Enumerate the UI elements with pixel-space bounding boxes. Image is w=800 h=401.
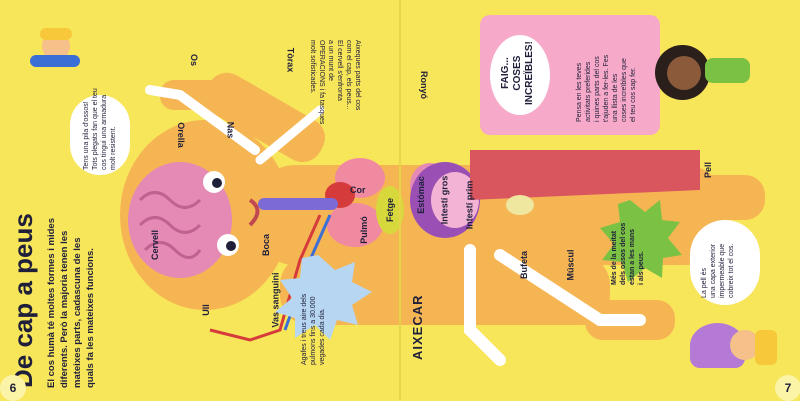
label-muscul: Múscul	[565, 249, 576, 281]
leg-bone-right	[494, 249, 646, 326]
label-pulmo: Pulmó	[358, 216, 369, 244]
leg-bone-left	[464, 244, 506, 366]
label-ronyo: Ronyó	[419, 71, 429, 99]
label-estomac: Estómac	[415, 176, 426, 214]
aixecar-label: AIXECAR	[410, 294, 425, 360]
umbrella-kid	[690, 315, 780, 385]
liver	[376, 186, 404, 234]
label-intestigros: Intestí gros	[439, 175, 450, 225]
muscle-note-line: com el cap, els peus...	[345, 40, 352, 110]
label-fetge: Fetge	[385, 197, 396, 223]
kid-figure-right	[655, 40, 750, 105]
bones-fact-line: estan a les mans	[629, 228, 636, 285]
skin-speech-line: una capa exterior	[710, 243, 717, 298]
blood-vessel	[209, 214, 322, 342]
lung-fact-line: Agafes i treus aire dels	[301, 293, 308, 365]
label-cervell: Cervell	[150, 229, 161, 261]
bladder	[506, 195, 534, 215]
info-title-line: FAIG...	[500, 57, 511, 89]
skin-speech-line: impermeable que	[719, 243, 726, 298]
bones-fact-text: Més de la meitat dels ossos del cos esta…	[610, 223, 646, 285]
small-intestine	[431, 172, 479, 228]
info-title-line: INCREÏBLES!	[524, 41, 535, 105]
bones-fact-line: dels ossos del cos	[620, 222, 627, 285]
kid-speech-line: Tots plegats fan que el teu	[92, 88, 99, 170]
label-pell: Pell	[703, 161, 714, 179]
muscle-note-line: molt sofisticades.	[309, 40, 316, 94]
intro-line: diferents. Però la majoria tenen les	[59, 230, 70, 388]
kid-speech-text: Tens una pila d'ossos! Tots plegats fan …	[82, 88, 118, 170]
lung-fact-burst	[275, 255, 372, 340]
lung-fact-line: pulmons fins a 30.000	[310, 296, 317, 366]
page-number-right: 7	[775, 375, 800, 401]
skin-speech-line: La pell és	[701, 268, 708, 298]
info-box-title-cloud	[490, 35, 550, 115]
bones-fact-burst	[600, 200, 682, 282]
trachea	[258, 198, 338, 210]
muscle-note-line: El cervell s'enfronta	[336, 40, 343, 101]
intro-line: El cos humà té moltes formes i mides	[46, 218, 57, 388]
kid-speech-line: molt resistent.	[110, 126, 117, 170]
muscle-note: Aixeques parts del cos com el cap, els p…	[308, 40, 362, 124]
info-text-line: Pensa en les teves	[576, 62, 583, 122]
label-boca: Boca	[261, 233, 272, 257]
page-gutter	[399, 0, 401, 400]
label-ull: Ull	[200, 304, 211, 316]
label-bufeta: Bufeta	[519, 250, 530, 280]
brain	[128, 162, 232, 278]
bones-fact-line: i als peus.	[638, 251, 645, 285]
bones-fact-line: Més de la meitat	[611, 230, 618, 285]
intro-line: mateixes parts, cadascuna de les	[72, 237, 83, 389]
info-text-line: activitats preferides	[585, 61, 592, 122]
skin-speech-bubble	[690, 220, 760, 305]
intro-line: quals fa les mateixes funcions.	[85, 248, 96, 388]
label-orella: Orella	[175, 122, 186, 148]
page-title: De cap a peus	[8, 213, 38, 388]
info-box-title: FAIG... COSES INCREÏBLES!	[500, 41, 536, 105]
info-text-line: i quines parts del cos	[594, 56, 601, 122]
muscle-note-line: OPERACIONS i fa tasques	[318, 40, 325, 125]
muscle-note-line: a un munt de	[327, 40, 334, 81]
skin-speech-line: cobreix tot el cos.	[728, 243, 735, 298]
label-intestiprim: Intestí prim	[464, 180, 475, 230]
page-number-left: 6	[0, 375, 26, 401]
mouth	[248, 198, 260, 227]
label-cor: Cor	[350, 185, 366, 195]
info-text-line: coses increïbles que	[621, 58, 628, 122]
kid-speech-line: Tens una pila d'ossos!	[83, 101, 90, 170]
intro-text: El cos humà té moltes formes i mides dif…	[45, 218, 97, 388]
lung-left	[327, 203, 383, 247]
lung-fact-text: Agafes i treus aire dels pulmons fins a …	[300, 294, 327, 365]
muscle-note-line: Aixeques parts del cos	[354, 40, 361, 111]
kid-speech-bubble	[70, 95, 130, 175]
kid-speech-line: cos tingui una armadura	[101, 94, 108, 170]
info-text-line: el teu cos sap fer.	[630, 67, 637, 122]
lung-fact-line: vegades cada dia.	[319, 308, 326, 365]
info-box-text: Pensa en les teves activitats preferides…	[575, 55, 638, 122]
skin-speech-text: La pell és una capa exterior impermeable…	[700, 244, 736, 298]
arm-bone	[145, 85, 260, 155]
info-title-line: COSES	[512, 55, 523, 91]
label-toraqua: Tòrax	[285, 47, 296, 73]
leg-muscle	[470, 150, 700, 200]
label-nas: Nas	[225, 121, 236, 139]
label-os: Os	[189, 53, 200, 67]
info-text-line: t'ajuden a fer-les. Fes	[603, 54, 610, 122]
info-text-line: una llista de les	[612, 73, 619, 122]
kid-figure-left	[30, 20, 80, 75]
label-vasanguini: Vas sanguini	[270, 272, 281, 328]
